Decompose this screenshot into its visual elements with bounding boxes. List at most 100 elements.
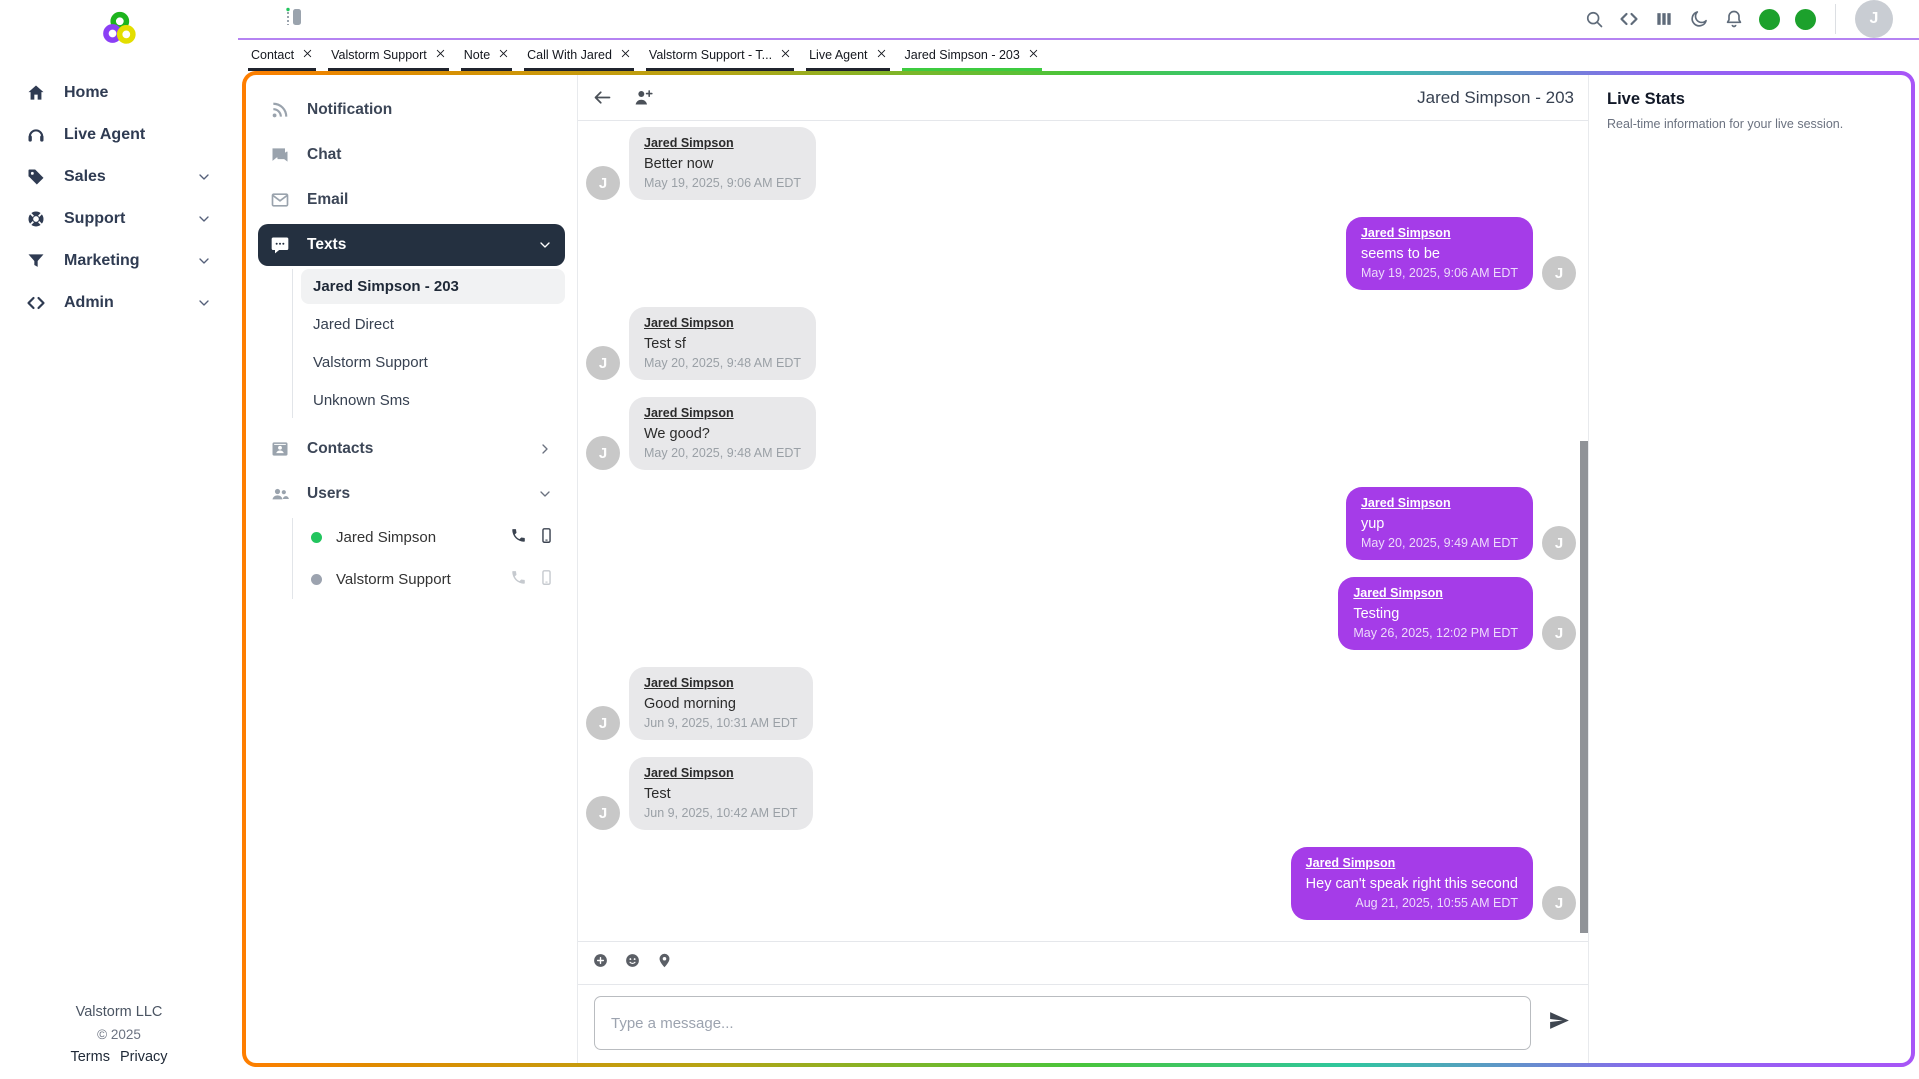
message-sender-link[interactable]: Jared Simpson [644,676,734,690]
message-sender-link[interactable]: Jared Simpson [1353,586,1443,600]
message-sender-link[interactable]: Jared Simpson [644,766,734,780]
back-arrow-icon[interactable] [592,87,613,108]
message-avatar: J [1542,256,1576,290]
call-button[interactable] [510,527,527,548]
company-name: Valstorm LLC [75,1004,163,1020]
message-sender-link[interactable]: Jared Simpson [1360,496,1451,510]
tab-close-button[interactable] [876,48,887,62]
user-avatar[interactable]: J [1855,0,1893,38]
tab-close-button[interactable] [302,48,313,62]
message-row: J Jared Simpson Test sf May 20, 2025, 9:… [586,307,1576,380]
pin-icon [659,953,670,968]
message-text: Test [644,786,671,802]
user-row-valstorm-support[interactable]: Valstorm Support [301,560,565,599]
conversation-unknown-sms[interactable]: Unknown Sms [313,392,410,409]
nav-item-users[interactable]: Users [258,473,565,515]
nav-item-label: Users [307,485,351,502]
chevron-down-icon [540,242,550,248]
mobile-button[interactable] [538,527,555,548]
tab-close-button[interactable] [498,48,509,62]
tag-icon [28,169,44,185]
sidebar-item-live-agent[interactable]: Live Agent [0,114,238,156]
smiley-button[interactable] [624,952,641,974]
nav-item-email[interactable]: Email [258,179,565,221]
privacy-link[interactable]: Privacy [119,1049,168,1065]
nav-item-notification[interactable]: Notification [258,89,565,131]
nav-item-chat[interactable]: Chat [258,134,565,176]
tab-contact[interactable]: Contact [248,45,317,71]
message-sender-link[interactable]: Jared Simpson [1305,856,1396,870]
plus-circle-button[interactable] [592,952,609,974]
message-composer [578,941,1588,1063]
sidebar-item-sales[interactable]: Sales [0,156,238,198]
smartphone-icon [542,570,551,585]
tab-close-button[interactable] [620,48,631,62]
tab-label: Contact [251,48,295,62]
message-avatar: J [586,436,620,470]
sms-icon [271,237,289,254]
bell-button[interactable] [1724,9,1744,29]
status-dot-1[interactable] [1759,8,1780,30]
code-icon [1620,12,1638,26]
chat-header: Jared Simpson - 203 [578,75,1588,121]
user-row-jared-simpson[interactable]: Jared Simpson [301,518,565,557]
pin-button[interactable] [656,952,673,974]
code-button[interactable] [1619,9,1639,29]
nav-item-contacts[interactable]: Contacts [258,428,565,470]
status-dot-2[interactable] [1795,8,1816,30]
conversation-jared-simpson-203[interactable]: Jared Simpson - 203 [301,269,565,304]
tab-close-button[interactable] [435,48,446,62]
person-add-icon[interactable] [633,87,654,108]
tab-live-agent[interactable]: Live Agent [806,45,890,71]
nav-item-label: Contacts [307,440,374,457]
tab-label: Valstorm Support - T... [648,48,773,62]
sidebar-item-label: Sales [64,168,106,185]
user-name: Jared Simpson [336,529,437,546]
message-sender-link[interactable]: Jared Simpson [644,136,734,150]
conversation-jared-direct[interactable]: Jared Direct [313,316,394,333]
sidebar-item-support[interactable]: Support [0,198,238,240]
tab-note[interactable]: Note [460,45,513,71]
sidebar-item-label: Live Agent [64,126,146,143]
tab-close-button[interactable] [780,48,791,62]
sidebar-item-marketing[interactable]: Marketing [0,240,238,282]
tab-jared-simpson-203[interactable]: Jared Simpson - 203 [901,45,1042,71]
chat-icon [272,148,288,162]
tab-valstorm-support-t-[interactable]: Valstorm Support - T... [645,45,795,71]
message-timestamp: Jun 9, 2025, 10:42 AM EDT [644,806,798,820]
conversation-valstorm-support[interactable]: Valstorm Support [313,354,428,371]
message-sender-link[interactable]: Jared Simpson [644,316,734,330]
presence-dot [311,532,322,543]
smartphone-icon [542,528,551,543]
nav-item-texts[interactable]: Texts [258,224,565,266]
message-bubble: Jared Simpson Test sf May 20, 2025, 9:48… [629,307,817,380]
sidebar-item-home[interactable]: Home [0,72,238,114]
nav-item-label: Chat [307,146,342,163]
copyright: © 2025 [97,1027,141,1042]
users-list: Jared Simpson Valstorm Support [292,518,565,599]
columns-button[interactable] [1654,9,1674,29]
logo-row [0,0,238,62]
call-button[interactable] [510,569,527,590]
message-text: Good morning [644,696,736,712]
top-header-bar: J [238,0,1919,40]
message-input[interactable] [594,996,1531,1050]
send-button[interactable] [1547,1008,1572,1038]
search-button[interactable] [1584,9,1604,29]
message-row: J Jared Simpson Test Jun 9, 2025, 10:42 … [586,757,1576,830]
message-sender-link[interactable]: Jared Simpson [1360,226,1451,240]
mobile-button[interactable] [538,569,555,590]
moon-button[interactable] [1689,9,1709,29]
terms-link[interactable]: Terms [70,1049,110,1065]
message-row: Jared Simpson seems to be May 19, 2025, … [586,217,1576,290]
tab-call-with-jared[interactable]: Call With Jared [524,45,634,71]
chat-scrollbar[interactable] [1580,440,1588,933]
message-sender-link[interactable]: Jared Simpson [644,406,734,420]
panel-toggle-icon [286,7,301,25]
message-text: Test sf [644,336,686,352]
messages-scroll-area[interactable]: J Jared Simpson Better now May 19, 2025,… [578,121,1588,941]
tab-valstorm-support[interactable]: Valstorm Support [328,45,449,71]
sidebar-item-admin[interactable]: Admin [0,282,238,324]
panel-toggle-button[interactable] [280,5,304,34]
tab-close-button[interactable] [1028,48,1039,62]
